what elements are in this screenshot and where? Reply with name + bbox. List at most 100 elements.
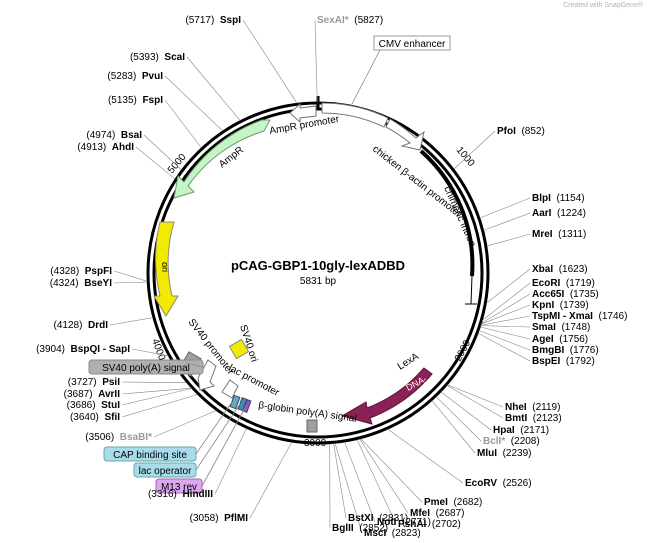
feature-chimeric-intron-bar[interactable] — [419, 149, 475, 277]
site-leader-26 — [360, 438, 423, 503]
plasmid-name: pCAG-GBP1-10gly-lexADBD — [231, 258, 405, 273]
site-label-0[interactable]: (5717) SspI — [185, 15, 241, 26]
lacop-leader — [195, 403, 241, 471]
site-label-40[interactable]: (3904) BspQI - SapI — [36, 344, 130, 355]
site-label-14[interactable]: KpnI (1739) — [532, 300, 589, 311]
site-label-27[interactable]: MfeI (2687) — [410, 508, 464, 519]
site-leader-40 — [131, 348, 169, 357]
site-label-18[interactable]: BmgBI (1776) — [532, 345, 599, 356]
site-label-19[interactable]: BspEI (1792) — [532, 356, 595, 367]
site-label-34[interactable]: (3316) HindIII — [148, 489, 213, 500]
site-label-25[interactable]: EcoRV (2526) — [465, 478, 532, 489]
site-leader-13 — [481, 293, 531, 324]
site-leader-2 — [186, 56, 241, 121]
site-label-29[interactable]: NotI (2771) — [377, 517, 431, 528]
site-leader-12 — [482, 282, 531, 321]
site-label-9[interactable]: AarI (1224) — [532, 208, 586, 219]
tick-5000: 5000 — [166, 151, 189, 175]
feature-beta-globin-box[interactable] — [306, 419, 318, 433]
site-label-33[interactable]: (3058) PflMI — [190, 513, 249, 524]
site-label-20[interactable]: NheI (2119) — [505, 402, 560, 413]
site-label-32[interactable]: BglII (2852) — [332, 523, 388, 534]
site-label-10[interactable]: MreI (1311) — [532, 229, 586, 240]
site-leader-37 — [121, 388, 192, 406]
site-leader-20 — [447, 384, 504, 408]
site-label-28[interactable]: PshAI (2702) — [398, 519, 461, 530]
tick-3000: 3000 — [304, 438, 327, 449]
site-leader-35 — [153, 410, 217, 438]
site-label-7[interactable]: PfoI (852) — [497, 126, 545, 137]
site-label-37[interactable]: (3686) StuI — [67, 400, 121, 411]
site-label-4[interactable]: (5135) FspI — [108, 95, 163, 106]
site-label-8[interactable]: BlpI (1154) — [532, 193, 585, 204]
feature-sv40-ori-block[interactable] — [228, 338, 250, 360]
site-leader-6 — [135, 146, 176, 180]
site-leader-4 — [164, 99, 202, 149]
site-label-41[interactable]: (4128) DrdI — [54, 320, 109, 331]
site-label-11[interactable]: XbaI (1623) — [532, 264, 588, 275]
feature-lac-operator-label: lac operator — [139, 466, 192, 477]
site-leader-28 — [356, 439, 397, 525]
site-label-22[interactable]: HpaI (2171) — [493, 425, 549, 436]
site-label-26[interactable]: PmeI (2682) — [424, 497, 482, 508]
site-leader-36 — [121, 394, 198, 418]
feature-lexa-arrow[interactable] — [340, 367, 433, 425]
tick-1000: 1000 — [454, 145, 477, 169]
sv40-polya-leader — [185, 362, 204, 368]
feature-cap-binding-block[interactable] — [229, 394, 241, 410]
site-leader-23 — [435, 396, 482, 442]
site-label-3[interactable]: (5283) PvuI — [107, 71, 163, 82]
feature-cmv-enhancer-arrow[interactable] — [321, 102, 389, 128]
site-label-24[interactable]: MluI (2239) — [477, 448, 531, 459]
site-leader-31 — [333, 443, 347, 519]
site-leader-38 — [121, 387, 192, 395]
site-leader-21 — [446, 385, 504, 419]
site-leader-39 — [121, 381, 187, 383]
site-label-23[interactable]: BclI* (2208) — [483, 436, 540, 447]
feature-ori-arrow[interactable] — [153, 221, 179, 317]
site-label-16[interactable]: SmaI (1748) — [532, 322, 590, 333]
tick-4000: 4000 — [149, 337, 167, 362]
feature-chicken-actin-arrow[interactable] — [385, 118, 425, 151]
site-label-39[interactable]: (3727) PsiI — [68, 377, 120, 388]
site-label-12[interactable]: EcoRI (1719) — [532, 278, 595, 289]
site-leader-25 — [387, 428, 464, 484]
site-label-6[interactable]: (4913) AhdI — [77, 142, 134, 153]
site-label-13[interactable]: Acc65I (1735) — [532, 289, 599, 300]
site-leader-42 — [113, 270, 148, 282]
feature-sv40-promoter-arrow[interactable] — [197, 359, 217, 391]
site-label-42[interactable]: (4328) PspFI — [50, 266, 112, 277]
snapgene-watermark: Created with SnapGene® — [563, 2, 643, 9]
feature-cmv-enhancer-label: CMV enhancer — [379, 39, 446, 50]
feature-sv40-polya-label: SV40 poly(A) signal — [102, 363, 190, 374]
feature-ampr-promoter-arrow[interactable] — [289, 102, 317, 124]
site-label-21[interactable]: BmtI (2123) — [505, 413, 562, 424]
site-label-35[interactable]: (3506) BsaBI* — [85, 432, 152, 443]
site-leader-0 — [242, 19, 298, 104]
site-label-2[interactable]: (5393) ScaI — [130, 52, 185, 63]
site-label-38[interactable]: (3687) AvrII — [64, 389, 121, 400]
site-leader-19 — [477, 333, 531, 362]
feature-lac-promoter-arrow[interactable] — [221, 379, 239, 399]
site-leader-16 — [480, 325, 531, 328]
site-label-15[interactable]: TspMI - XmaI (1746) — [532, 311, 627, 322]
feature-m13-rev-label: M13 rev — [161, 482, 197, 493]
site-leader-30 — [334, 443, 363, 534]
feature-ampr-arrow[interactable] — [173, 119, 271, 199]
site-leader-9 — [483, 212, 531, 231]
site-leader-8 — [479, 197, 531, 219]
site-label-31[interactable]: BstXI (2831) — [348, 513, 408, 524]
site-label-5[interactable]: (4974) BsaI — [86, 130, 142, 141]
site-leader-24 — [431, 400, 476, 454]
site-label-17[interactable]: AgeI (1756) — [532, 334, 588, 345]
site-label-36[interactable]: (3640) SfiI — [70, 412, 120, 423]
site-label-43[interactable]: (4324) BseYI — [50, 278, 112, 289]
site-label-30[interactable]: MscI (2823) — [364, 528, 421, 539]
site-label-1[interactable]: SexAI* (5827) — [317, 15, 383, 26]
plasmid-length: 5831 bp — [300, 276, 337, 287]
site-leader-1 — [314, 19, 318, 103]
feature-m13-block[interactable] — [242, 399, 252, 413]
site-leader-3 — [164, 75, 223, 132]
feature-ori-label: ori — [160, 262, 170, 272]
